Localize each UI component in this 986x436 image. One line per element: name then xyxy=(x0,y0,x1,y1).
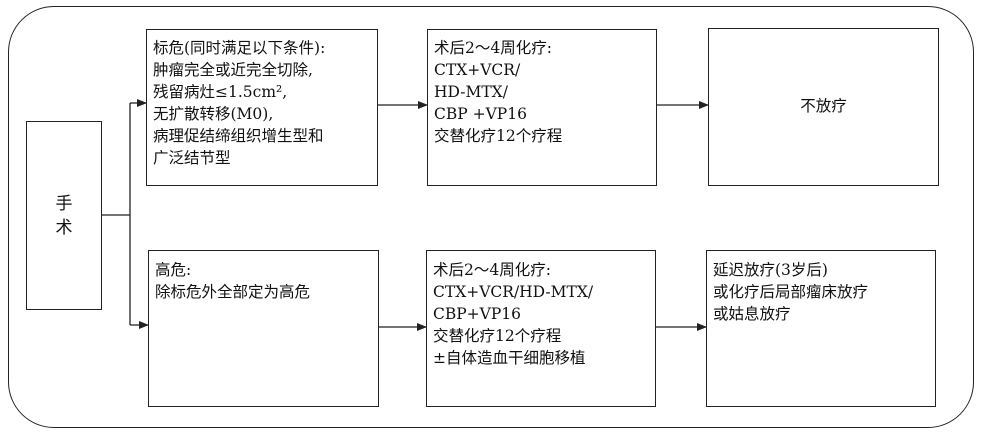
chemo-line: 术后2～4周化疗: xyxy=(434,39,552,57)
surgery-label: 手 术 xyxy=(56,192,73,240)
standard-risk-radiotherapy-box: 不放疗 xyxy=(708,28,939,186)
criteria-line: 残留病灶≤1.5cm², xyxy=(153,83,288,101)
high-risk-radiotherapy-box: 延迟放疗(3岁后) 或化疗后局部瘤床放疗 或姑息放疗 xyxy=(706,250,936,407)
criteria-line: 标危(同时满足以下条件): xyxy=(153,39,326,57)
chemo-line: CTX+VCR/HD-MTX/ xyxy=(433,283,594,301)
outer-frame xyxy=(8,6,974,428)
radiotherapy-line: 或姑息放疗 xyxy=(713,305,791,323)
chemo-line: CTX+VCR/ xyxy=(434,61,521,79)
surgery-label-line: 术 xyxy=(55,217,73,238)
chemo-line: ±自体造血干细胞移植 xyxy=(433,349,586,367)
standard-risk-chemo-box: 术后2～4周化疗: CTX+VCR/ HD-MTX/ CBP +VP16 交替化… xyxy=(427,29,657,186)
high-risk-chemo-box: 术后2～4周化疗: CTX+VCR/HD-MTX/ CBP+VP16 交替化疗1… xyxy=(426,250,656,407)
chemo-line: 交替化疗12个疗程 xyxy=(434,127,563,145)
criteria-line: 高危: xyxy=(155,261,192,279)
chemo-line: 术后2～4周化疗: xyxy=(433,261,551,279)
chemo-line: CBP+VP16 xyxy=(433,305,522,323)
criteria-line: 病理促结缔组织增生型和 xyxy=(153,127,324,145)
radiotherapy-line: 延迟放疗(3岁后) xyxy=(713,261,828,279)
high-risk-criteria-box: 高危: 除标危外全部定为高危 xyxy=(148,250,379,407)
radiotherapy-label: 不放疗 xyxy=(800,97,847,115)
radiotherapy-line: 或化疗后局部瘤床放疗 xyxy=(713,283,869,301)
chemo-line: CBP +VP16 xyxy=(434,105,527,123)
surgery-label-line: 手 xyxy=(55,193,73,214)
criteria-line: 除标危外全部定为高危 xyxy=(155,283,311,301)
chemo-line: HD-MTX/ xyxy=(434,83,508,101)
criteria-line: 肿瘤完全或近完全切除, xyxy=(153,61,313,79)
chemo-line: 交替化疗12个疗程 xyxy=(433,327,562,345)
surgery-box: 手 术 xyxy=(26,121,102,310)
standard-risk-criteria-box: 标危(同时满足以下条件): 肿瘤完全或近完全切除, 残留病灶≤1.5cm², 无… xyxy=(146,29,378,186)
criteria-line: 无扩散转移(M0), xyxy=(153,105,274,123)
criteria-line: 广泛结节型 xyxy=(153,149,231,167)
